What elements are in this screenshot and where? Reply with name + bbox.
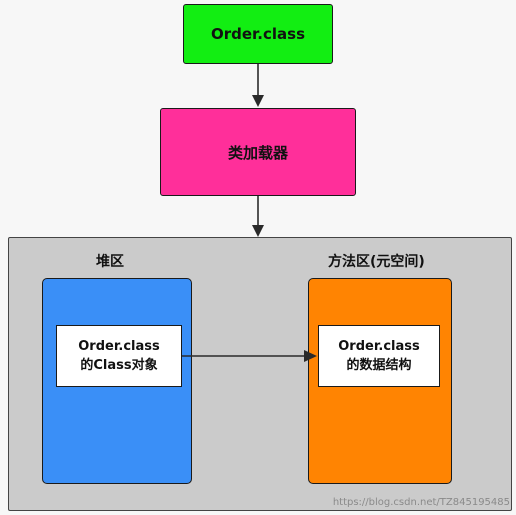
- order-class-label: Order.class: [210, 25, 306, 43]
- class-loader-label: 类加载器: [227, 143, 288, 162]
- data-structure-line1: Order.class: [338, 339, 420, 354]
- order-class-node: Order.class: [183, 4, 333, 64]
- arrowhead-order-to-loader: [252, 95, 264, 107]
- class-object-line1: Order.class: [78, 339, 160, 354]
- class-object-line2: 的Class对象: [80, 358, 158, 373]
- data-structure-node: Order.class 的数据结构: [318, 325, 440, 387]
- arrowhead-object-to-structure: [304, 350, 317, 362]
- data-structure-line2: 的数据结构: [346, 358, 412, 373]
- arrowhead-loader-to-runtime: [252, 225, 264, 237]
- class-loader-node: 类加载器: [160, 108, 356, 196]
- heap-title: 堆区: [96, 254, 124, 270]
- class-object-node: Order.class 的Class对象: [56, 325, 182, 387]
- watermark-text: https://blog.csdn.net/TZ845195485: [332, 497, 510, 508]
- method-area-title: 方法区(元空间): [328, 254, 425, 270]
